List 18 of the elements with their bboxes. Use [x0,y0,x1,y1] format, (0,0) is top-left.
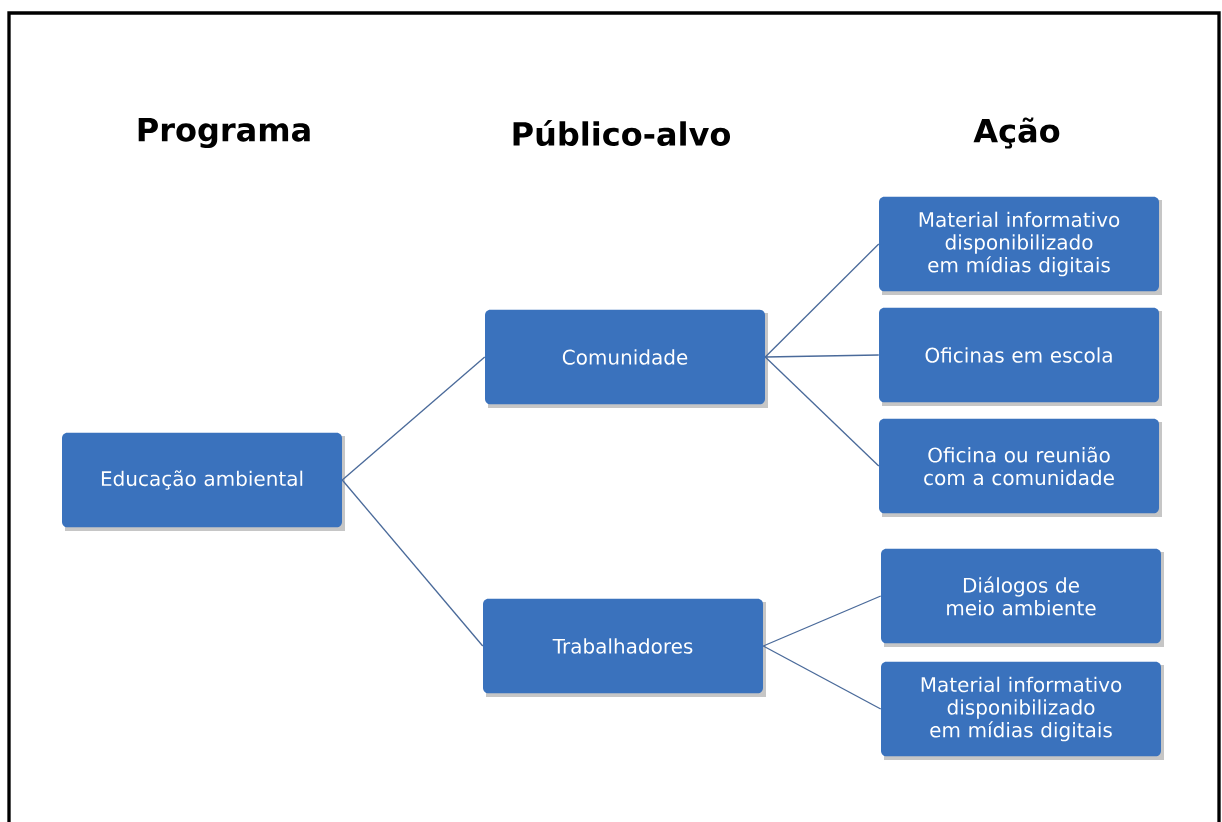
column-heading: Público-alvo [513,120,731,147]
connector-line [764,356,880,467]
column-heading: Ação [973,117,1060,149]
process-box: Comunidade [485,309,768,408]
process-box: Diálogos de meio ambiente [881,548,1164,647]
process-box: Educação ambiental [62,432,345,531]
connector-line [762,645,882,710]
process-box: Oficinas em escola [879,307,1162,406]
column-heading: Programa [138,117,310,149]
process-box: Oficina ou reunião com a comunidade [879,418,1162,517]
process-box: Trabalhadores [483,598,766,697]
process-box: Material informativo disponibilizado em mídias digitais [879,196,1162,295]
process-box: Material informativo disponibilizado em mídias digitais [881,661,1164,760]
connector-line [764,354,880,358]
connector-line [762,595,882,647]
connector-line [341,479,484,647]
connector-line [341,356,486,481]
connector-line [764,243,880,358]
